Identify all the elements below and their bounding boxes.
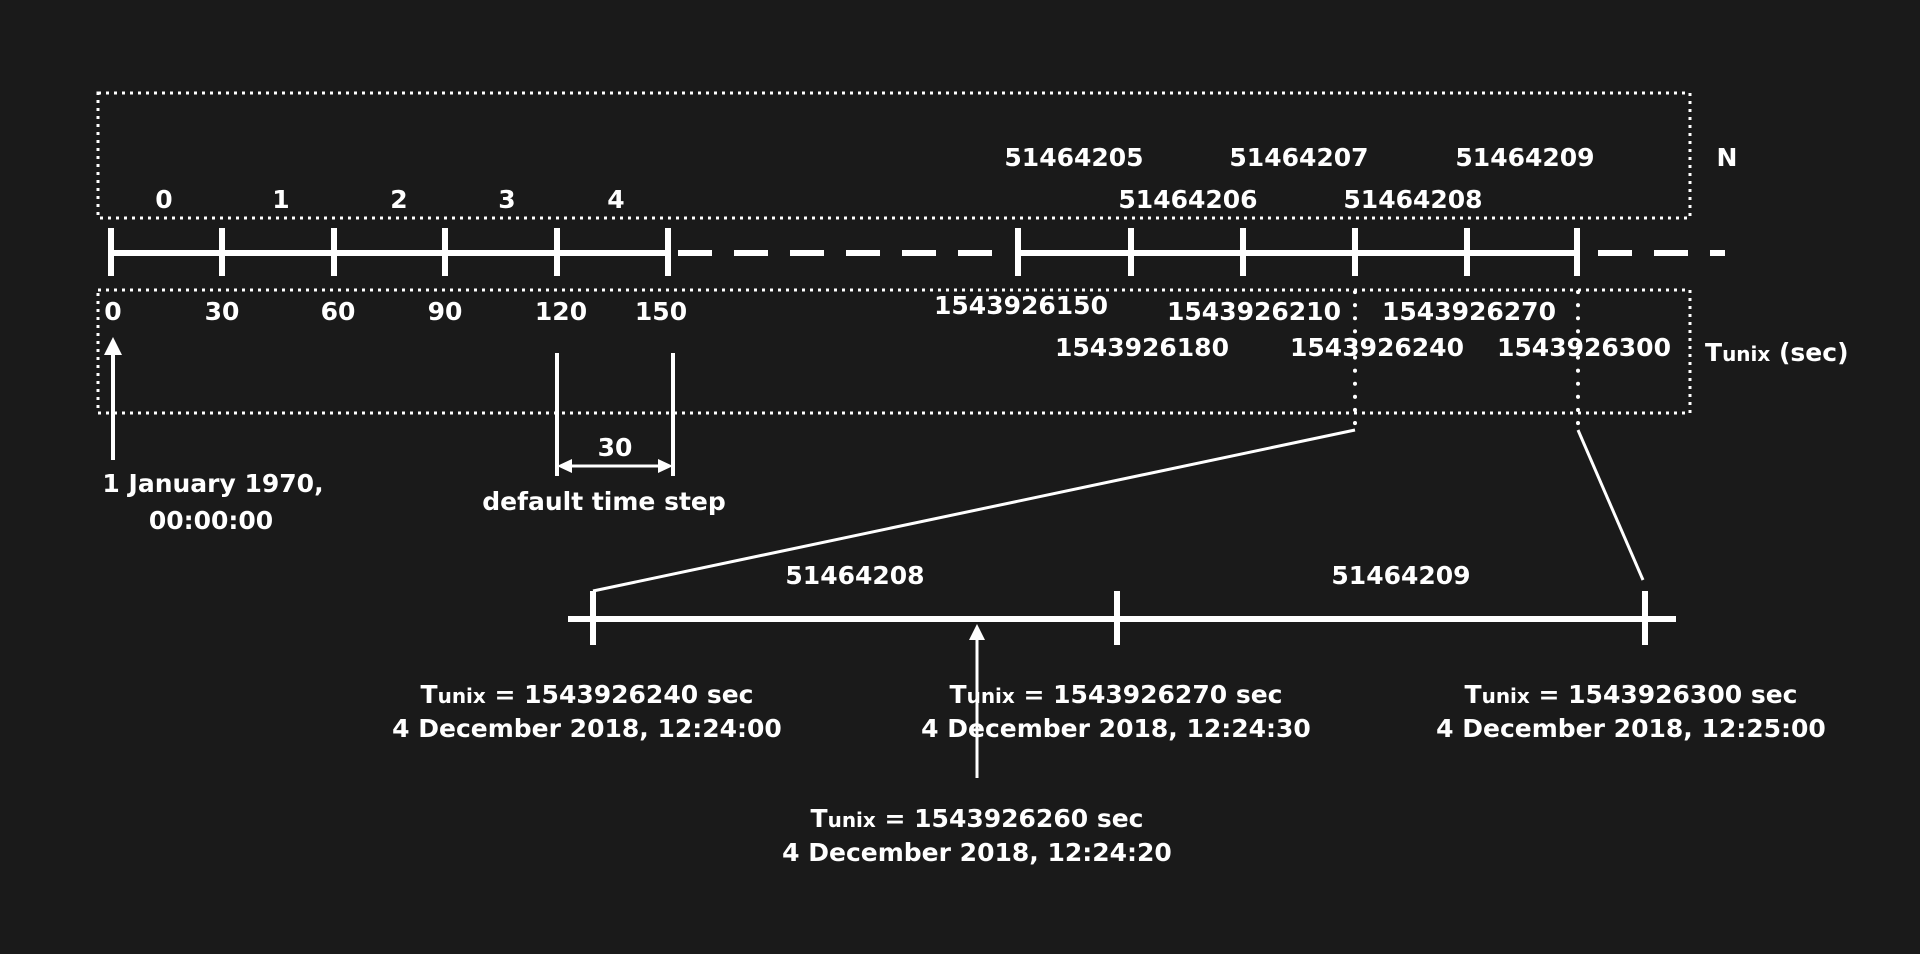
- time-step-value: 30: [598, 433, 633, 462]
- time-step-label: default time step: [482, 487, 726, 516]
- n-step-label: 51464209: [1455, 143, 1594, 172]
- n-frame: [96, 91, 1692, 220]
- main-axis: [108, 228, 1725, 276]
- n-step-label: 0: [155, 185, 172, 214]
- time-tick-label: 1543926180: [1055, 333, 1229, 362]
- time-axis-label: Tunix (sec): [1705, 338, 1849, 367]
- n-step-label: 1: [272, 185, 289, 214]
- epoch-label: 00:00:00: [149, 506, 273, 535]
- zoom-point-date: 4 December 2018, 12:24:30: [921, 714, 1311, 743]
- n-step-label: 51464208: [1343, 185, 1482, 214]
- time-tick-label: 150: [635, 297, 687, 326]
- zoom-point-date: 4 December 2018, 12:25:00: [1436, 714, 1826, 743]
- n-step-label: 3: [498, 185, 515, 214]
- n-step-label: 51464207: [1229, 143, 1368, 172]
- zoom-point-time: Tunix = 1543926240 sec: [421, 680, 754, 709]
- zoom-connector: [592, 428, 1356, 593]
- n-axis-label: N: [1717, 143, 1738, 172]
- zoom-point-date: 4 December 2018, 12:24:00: [392, 714, 782, 743]
- time-tick-label: 0: [104, 297, 121, 326]
- time-frame: [96, 288, 1692, 415]
- n-step-label: 51464206: [1118, 185, 1257, 214]
- time-marker-arrow: [969, 624, 985, 778]
- marker-time: Tunix = 1543926260 sec: [811, 804, 1144, 833]
- zoom-step-label: 51464209: [1331, 561, 1470, 590]
- zoom-step-label: 51464208: [785, 561, 924, 590]
- epoch-label: 1 January 1970,: [102, 469, 323, 498]
- time-tick-label: 30: [205, 297, 240, 326]
- time-tick-label: 1543926150: [934, 291, 1108, 320]
- marker-date: 4 December 2018, 12:24:20: [782, 838, 1172, 867]
- zoom-point-time: Tunix = 1543926300 sec: [1465, 680, 1798, 709]
- time-tick-label: 60: [321, 297, 356, 326]
- n-step-label: 51464205: [1004, 143, 1143, 172]
- time-tick-label: 1543926300: [1497, 333, 1671, 362]
- n-step-label: 2: [390, 185, 407, 214]
- time-step-bracket: [555, 353, 675, 476]
- epoch-arrow: [104, 337, 122, 460]
- zoom-axis: [568, 591, 1676, 645]
- time-tick-label: 1543926210: [1167, 297, 1341, 326]
- time-tick-label: 1543926240: [1290, 333, 1464, 362]
- time-tick-label: 90: [428, 297, 463, 326]
- n-step-label: 4: [607, 185, 624, 214]
- zoom-connector: [1576, 429, 1645, 581]
- time-tick-label: 1543926270: [1382, 297, 1556, 326]
- time-tick-label: 120: [535, 297, 587, 326]
- zoom-point-time: Tunix = 1543926270 sec: [950, 680, 1283, 709]
